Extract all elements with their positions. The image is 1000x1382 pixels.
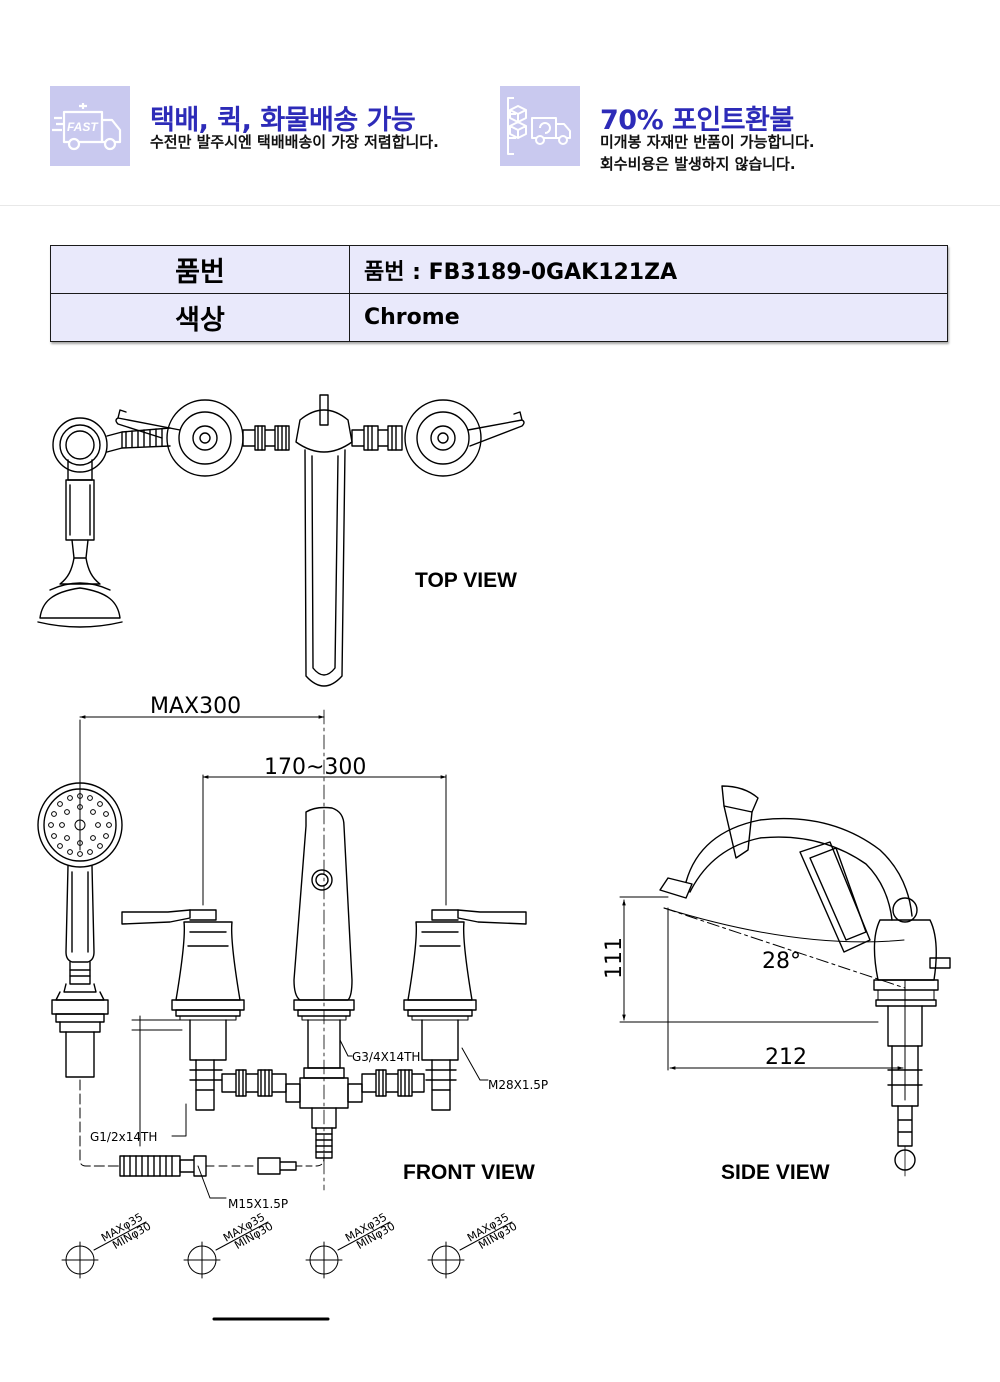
- shower-nozzles: [48, 793, 112, 857]
- technical-drawing: TOP VIEW FRONT VIEW SIDE VIEW MAX300 170…: [37, 394, 951, 1321]
- note-g12: G1/2x14TH: [90, 1130, 157, 1144]
- dim-111: 111: [602, 937, 627, 979]
- spec-value-color: Chrome: [349, 293, 948, 342]
- spec-table: 품번 품번 : FB3189-0GAK121ZA 색상 Chrome: [50, 245, 948, 342]
- spec-value-part-number: 품번 : FB3189-0GAK121ZA: [349, 245, 948, 294]
- dim-170-300: 170~300: [264, 755, 366, 780]
- fast-delivery-truck-icon: FAST: [50, 86, 130, 166]
- hole-spec-3: MAXφ35 MINφ30: [343, 1210, 397, 1252]
- dim-212: 212: [765, 1045, 807, 1070]
- top-view-label: TOP VIEW: [415, 569, 517, 592]
- fast-text: FAST: [67, 120, 99, 134]
- shipping-desc: 수전만 발주시엔 택배배송이 가장 저렴합니다.: [150, 133, 439, 151]
- return-box-truck-icon: [500, 86, 580, 166]
- front-view-label: FRONT VIEW: [403, 1161, 535, 1184]
- dim-angle: 28°: [762, 949, 801, 974]
- refund-desc-line2: 회수비용은 발생하지 않습니다.: [600, 155, 796, 173]
- dim-max300: MAX300: [150, 694, 241, 719]
- feature-banner: FAST 택배, 퀵, 화물배송 가능 수전만 발주시엔 택배배송이 가장 저렴…: [0, 0, 1000, 206]
- hole-spec-2: MAXφ35 MINφ30: [221, 1210, 275, 1252]
- hole-spec-1: MAXφ35 MINφ30: [99, 1210, 153, 1252]
- refund-desc-line1: 미개봉 자재만 반품이 가능합니다.: [600, 133, 815, 151]
- spec-row-color: 색상 Chrome: [50, 293, 948, 342]
- mounting-holes: [61, 1221, 513, 1279]
- hole-spec-4: MAXφ35 MINφ30: [465, 1210, 519, 1252]
- front-view-drawing: [37, 709, 527, 1199]
- note-m15: M15X1.5P: [228, 1197, 288, 1211]
- refund-desc: 미개봉 자재만 반품이 가능합니다. 회수비용은 발생하지 않습니다.: [600, 131, 815, 175]
- side-view-drawing: [619, 785, 951, 1177]
- note-g34: G3/4X14TH: [352, 1050, 420, 1064]
- spec-label-part-number: 품번: [50, 245, 350, 294]
- shipping-title: 택배, 퀵, 화물배송 가능: [150, 105, 416, 136]
- top-view-drawing: [37, 394, 525, 687]
- spec-label-color: 색상: [50, 293, 350, 342]
- side-view-label: SIDE VIEW: [721, 1161, 830, 1184]
- note-m28: M28X1.5P: [488, 1078, 548, 1092]
- spec-row-part-number: 품번 품번 : FB3189-0GAK121ZA: [50, 245, 948, 294]
- refund-title: 70% 포인트환불: [600, 105, 794, 136]
